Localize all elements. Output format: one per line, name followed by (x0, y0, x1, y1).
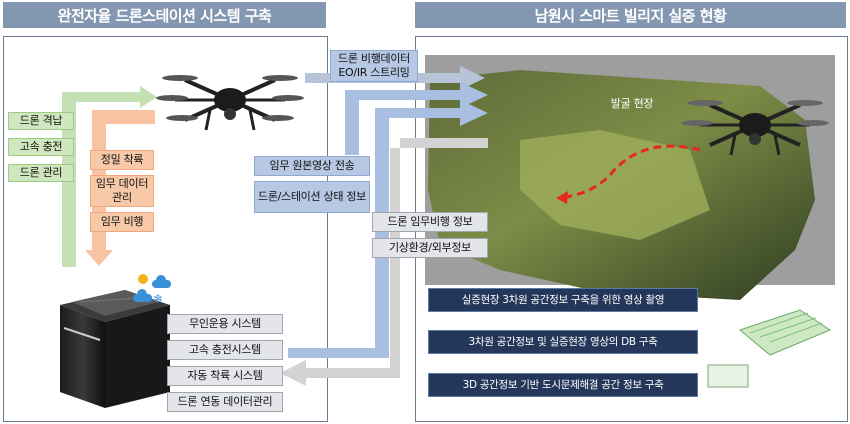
station-item-data-management: 드론 연동 데이터관리 (167, 392, 283, 412)
green-item-drone-hangar: 드론 격납 (8, 112, 74, 130)
station-item-auto-landing: 자동 착륙 시스템 (167, 366, 283, 386)
right-item-video-capture: 실증현장 3차원 공간정보 구축을 위한 영상 촬영 (428, 288, 698, 312)
3d-grid-image (738, 309, 832, 356)
right-item-db-build: 3차원 공간정보 및 실증현장 영상의 DB 구축 (428, 330, 698, 354)
green-item-fast-charge: 고속 충전 (8, 138, 74, 156)
station-item-unmanned-ops: 무인운용 시스템 (167, 314, 283, 334)
drone-station-image (60, 290, 170, 408)
route-arrowhead (556, 191, 568, 204)
green-item-drone-management: 드론 관리 (8, 164, 74, 182)
orange-item-mission-data: 임무 데이터 관리 (90, 175, 154, 207)
mini-map-image (707, 364, 749, 388)
right-panel-title: 남원시 스마트 빌리지 실증 현황 (415, 2, 846, 28)
drone-image-left (156, 75, 304, 131)
weather-icons: ❄ (133, 274, 172, 306)
map-label-site: 발굴 현장 (610, 97, 654, 110)
label-flight-data-streaming: 드론 비행데이터 EO/IR 스트리밍 (330, 50, 418, 82)
label-status-info: 드론/스테이션 상태 정보 (254, 181, 370, 213)
station-item-charging-system: 고속 충전시스템 (167, 340, 283, 360)
green-arrow (62, 86, 157, 267)
video-arrow (345, 82, 488, 155)
orange-item-precision-landing: 정밀 착륙 (90, 150, 154, 170)
left-panel-title: 완전자율 드론스테이션 시스템 구축 (3, 2, 326, 28)
mission-route (559, 144, 701, 200)
farmland-area (520, 130, 710, 240)
svg-text:❄: ❄ (153, 292, 163, 306)
drone-image-right (681, 100, 829, 156)
label-video-transfer: 임무 원본영상 전송 (254, 156, 370, 176)
label-mission-flight-info: 드론 임무비행 정보 (372, 212, 488, 232)
orange-item-mission-flight: 임무 비행 (90, 212, 154, 232)
right-item-spatial-info: 3D 공간정보 기반 도시문제해결 공간 정보 구축 (428, 373, 698, 397)
label-weather-info: 기상환경/외부정보 (372, 238, 488, 258)
